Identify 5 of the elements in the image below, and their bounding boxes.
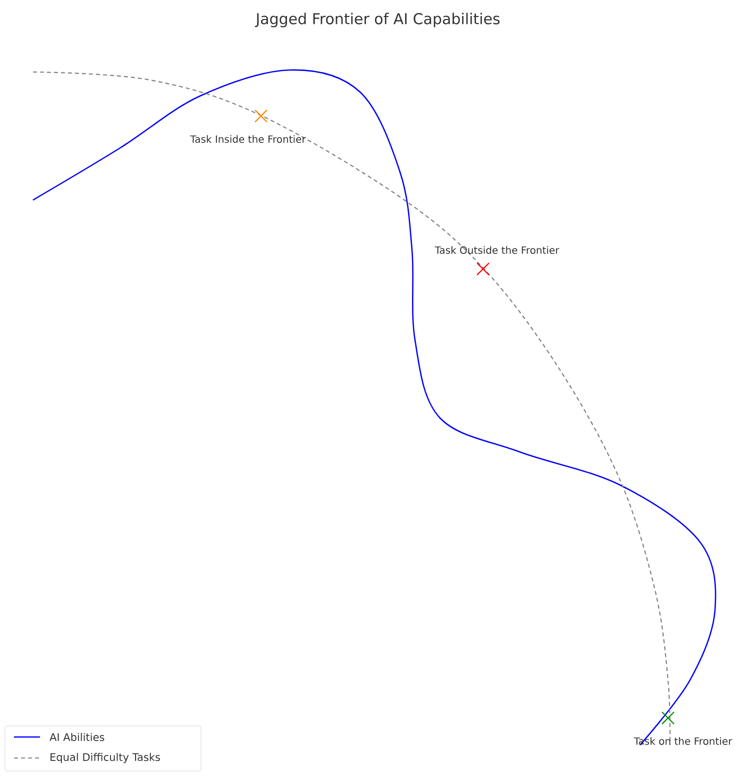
legend-text: Equal Difficulty Tasks (50, 752, 160, 764)
legend-text: AI Abilities (50, 732, 104, 742)
marker-label: Task Inside the Frontier (190, 135, 306, 143)
marker-label: Task Outside the Frontier (434, 246, 560, 254)
chart-title: Jagged Frontier of AI Capabilities (254, 12, 500, 28)
